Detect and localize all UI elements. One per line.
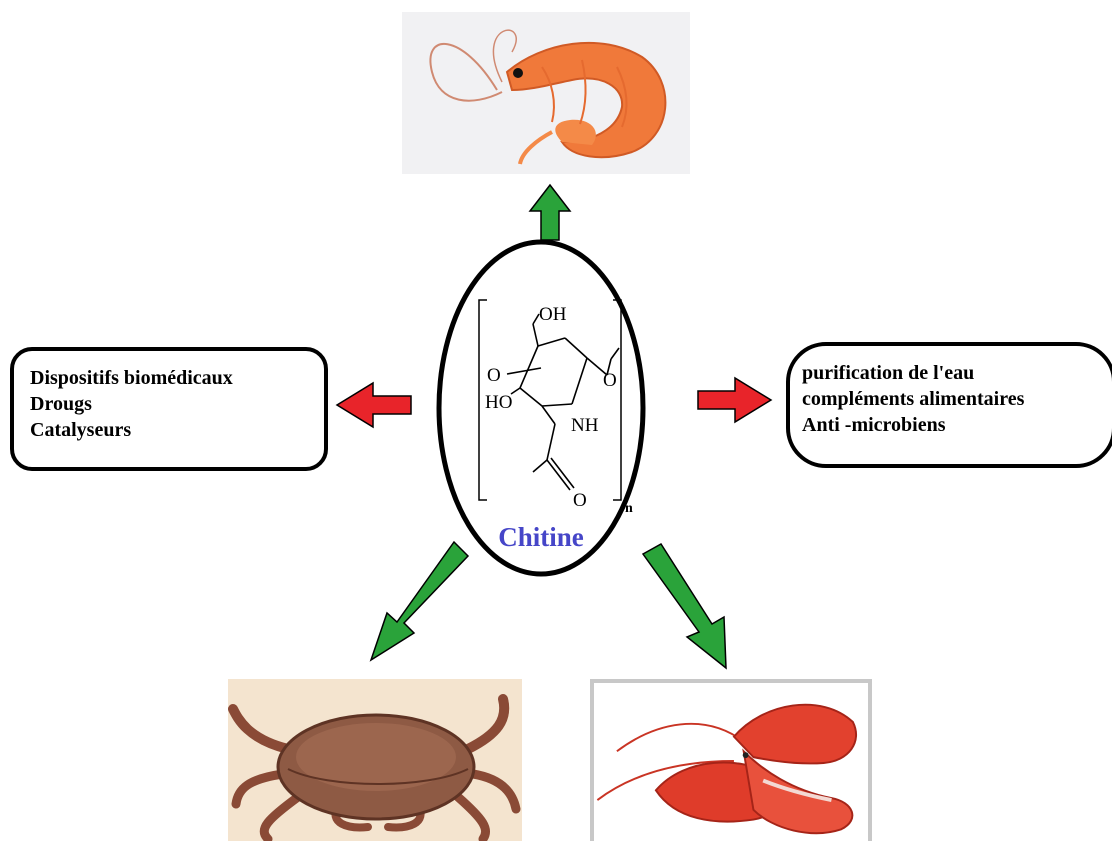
application-item: Anti -microbiens xyxy=(802,412,1112,438)
crab-icon xyxy=(228,679,522,841)
ring-oxygen-right: O xyxy=(603,370,617,391)
repeat-subscript: n xyxy=(625,501,633,516)
red-arrow-right xyxy=(698,378,771,422)
application-item: purification de l'eau xyxy=(802,360,1112,386)
crab-image xyxy=(228,679,522,841)
application-item: compléments alimentaires xyxy=(802,386,1112,412)
green-arrow-down-right xyxy=(643,544,726,668)
red-arrow-left xyxy=(337,383,411,427)
chitin-label: Chitine xyxy=(435,522,647,553)
green-arrow-up xyxy=(530,185,570,240)
nh-group: NH xyxy=(571,415,599,436)
lobster-icon xyxy=(594,683,868,841)
lobster-image xyxy=(590,679,872,841)
shrimp-image xyxy=(402,12,690,174)
oh-group: OH xyxy=(539,304,567,325)
carbonyl-oxygen: O xyxy=(573,490,587,511)
shrimp-icon xyxy=(402,12,690,174)
application-item: Catalyseurs xyxy=(30,417,324,443)
ho-group: HO xyxy=(485,392,512,413)
application-item: Drougs xyxy=(30,391,324,417)
applications-box-right: purification de l'eau compléments alimen… xyxy=(786,342,1112,468)
application-item: Dispositifs biomédicaux xyxy=(30,365,324,391)
ring-oxygen-left: O xyxy=(487,365,501,386)
applications-box-left: Dispositifs biomédicaux Drougs Catalyseu… xyxy=(10,347,328,471)
